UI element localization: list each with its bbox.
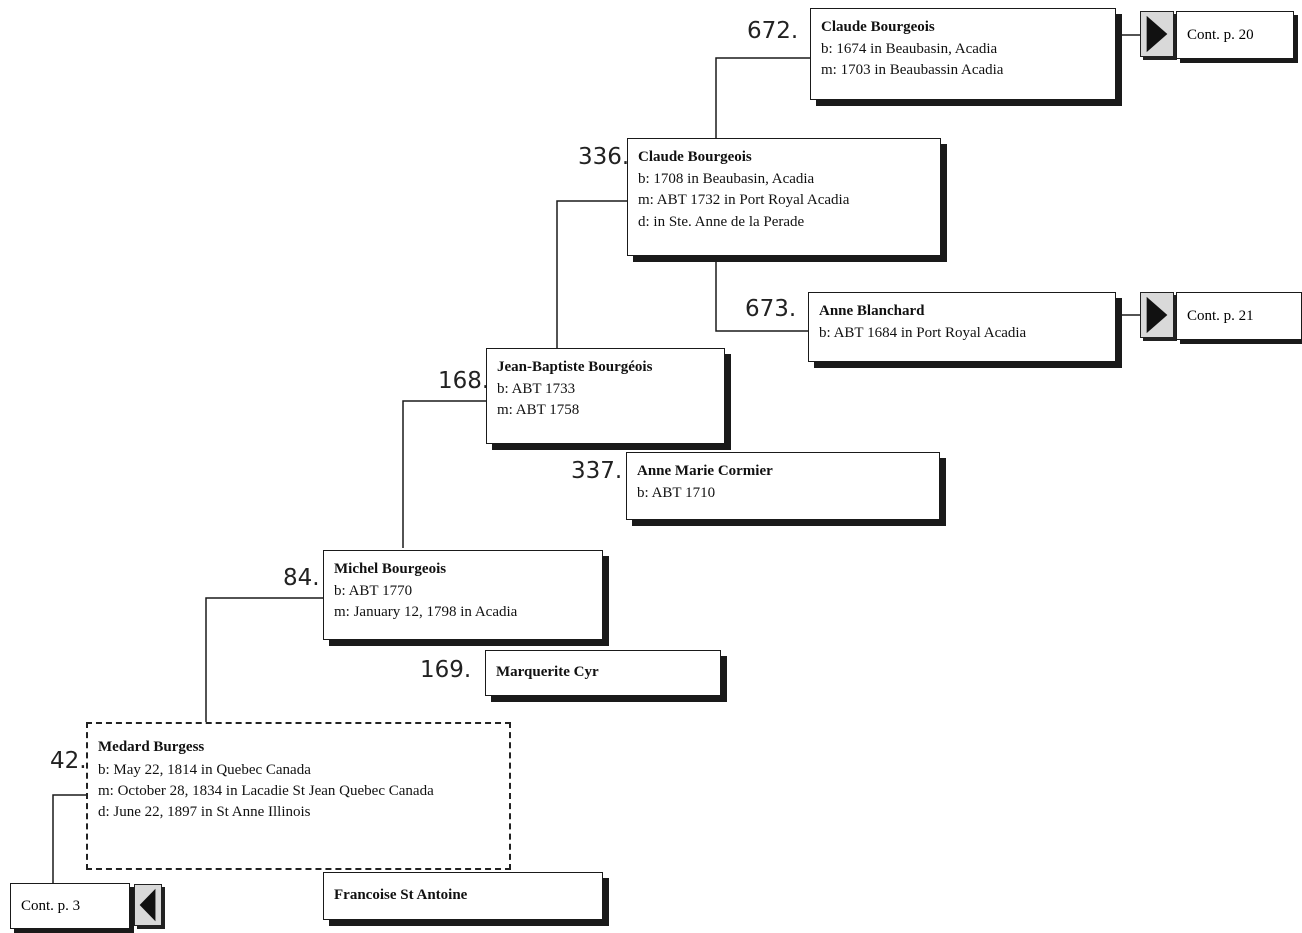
marriage-detail: m: 1703 in Beaubassin Acadia [821, 62, 1004, 78]
ahnentafel-number: 168. [438, 368, 490, 394]
person-box-168[interactable]: Jean-Baptiste Bourgéois b: ABT 1733 m: A… [486, 348, 725, 444]
ahnentafel-number: 42. [50, 748, 87, 774]
birth-detail: b: May 22, 1814 in Quebec Canada [98, 761, 311, 778]
marriage-detail: m: October 28, 1834 in Lacadie St Jean Q… [98, 783, 434, 799]
birth-detail: b: ABT 1710 [637, 484, 716, 501]
person-box-336[interactable]: Claude Bourgeois b: 1708 in Beaubasin, A… [627, 138, 941, 256]
person-name: Medard Burgess [98, 739, 205, 755]
person-name: Marquerite Cyr [496, 664, 599, 681]
arrow-right-icon[interactable] [1140, 292, 1174, 338]
person-box-169[interactable]: Marquerite Cyr [485, 650, 721, 696]
birth-detail: b: ABT 1733 [497, 380, 576, 397]
ahnentafel-number: 84. [283, 565, 320, 591]
arrow-left-icon[interactable] [134, 884, 162, 926]
person-box-673[interactable]: Anne Blanchard b: ABT 1684 in Port Royal… [808, 292, 1116, 362]
person-box-42[interactable]: Medard Burgess b: May 22, 1814 in Quebec… [86, 722, 511, 870]
person-name: Jean-Baptiste Bourgéois [497, 359, 653, 375]
death-detail: d: June 22, 1897 in St Anne Illinois [98, 804, 311, 820]
birth-detail: b: 1708 in Beaubasin, Acadia [638, 170, 815, 187]
birth-detail: b: 1674 in Beaubasin, Acadia [821, 40, 998, 57]
person-box-672[interactable]: Claude Bourgeois b: 1674 in Beaubasin, A… [810, 8, 1116, 100]
arrow-right-icon[interactable] [1140, 11, 1174, 57]
continuation-link-p21[interactable]: Cont. p. 21 [1176, 292, 1302, 340]
marriage-detail: m: January 12, 1798 in Acadia [334, 604, 518, 620]
marriage-detail: m: ABT 1732 in Port Royal Acadia [638, 192, 850, 208]
ahnentafel-number: 336. [578, 144, 630, 170]
ahnentafel-number: 672. [747, 18, 799, 44]
ahnentafel-number: 337. [571, 458, 623, 484]
marriage-detail: m: ABT 1758 [497, 402, 580, 418]
person-name: Michel Bourgeois [334, 561, 447, 577]
ahnentafel-number: 673. [745, 296, 797, 322]
ahnentafel-number: 169. [420, 657, 472, 683]
person-box-84[interactable]: Michel Bourgeois b: ABT 1770 m: January … [323, 550, 603, 640]
spouse-box-42[interactable]: Francoise St Antoine [323, 872, 603, 920]
person-name: Claude Bourgeois [821, 19, 935, 35]
person-name: Anne Marie Cormier [637, 463, 773, 479]
person-name: Francoise St Antoine [334, 887, 468, 904]
person-name: Anne Blanchard [819, 303, 925, 319]
death-detail: d: in Ste. Anne de la Perade [638, 213, 805, 230]
continuation-link-p3[interactable]: Cont. p. 3 [10, 883, 130, 929]
continuation-link-p20[interactable]: Cont. p. 20 [1176, 11, 1294, 59]
person-box-337[interactable]: Anne Marie Cormier b: ABT 1710 [626, 452, 940, 520]
person-name: Claude Bourgeois [638, 149, 752, 165]
birth-detail: b: ABT 1770 [334, 582, 413, 599]
birth-detail: b: ABT 1684 in Port Royal Acadia [819, 324, 1027, 341]
